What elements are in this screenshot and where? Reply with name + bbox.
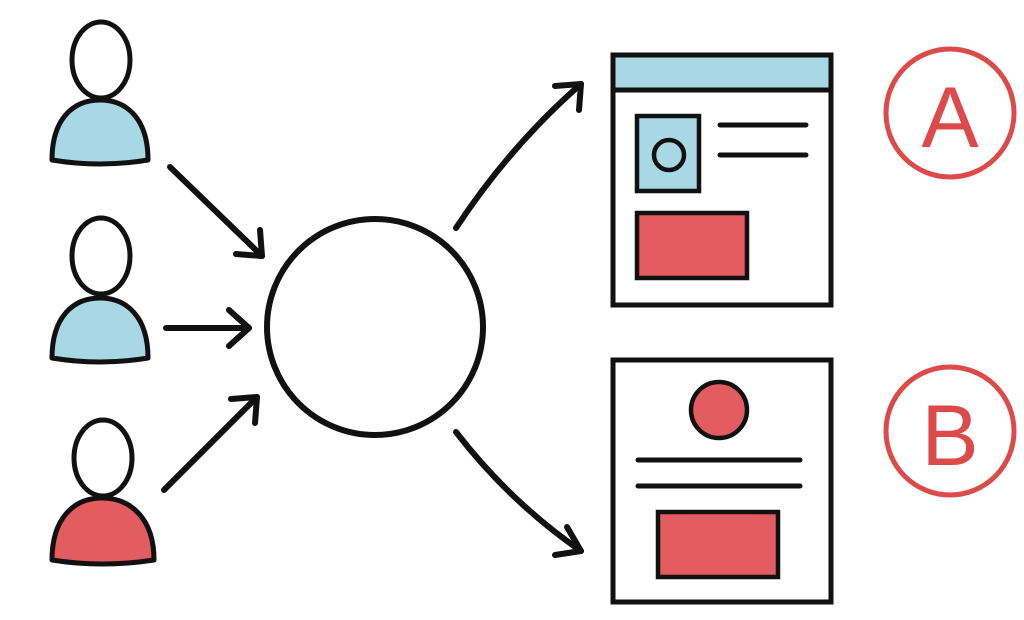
arrow-user1-to-splitter bbox=[167, 164, 265, 259]
arrow-user2-to-splitter bbox=[163, 307, 252, 349]
user-icon-3 bbox=[49, 417, 157, 567]
cta-button bbox=[634, 210, 750, 281]
cta-button bbox=[655, 509, 781, 580]
variant-label-a: A bbox=[883, 46, 1017, 180]
variant-label-b: B bbox=[883, 364, 1017, 498]
variant-label-a-text: A bbox=[921, 70, 979, 166]
image-placeholder-icon bbox=[651, 137, 687, 173]
arrow-splitter-to-variant-a bbox=[453, 81, 584, 231]
avatar-placeholder bbox=[688, 379, 750, 441]
user-icon-1 bbox=[49, 19, 151, 167]
header-bar bbox=[615, 57, 829, 89]
split-node-icon bbox=[264, 216, 486, 438]
variant-b-page bbox=[610, 357, 834, 605]
variant-a-page bbox=[610, 52, 834, 308]
user-icon-2 bbox=[49, 215, 151, 365]
arrow-user3-to-splitter bbox=[161, 394, 260, 493]
variant-label-b-text: B bbox=[921, 388, 978, 484]
arrow-splitter-to-variant-b bbox=[453, 429, 584, 558]
